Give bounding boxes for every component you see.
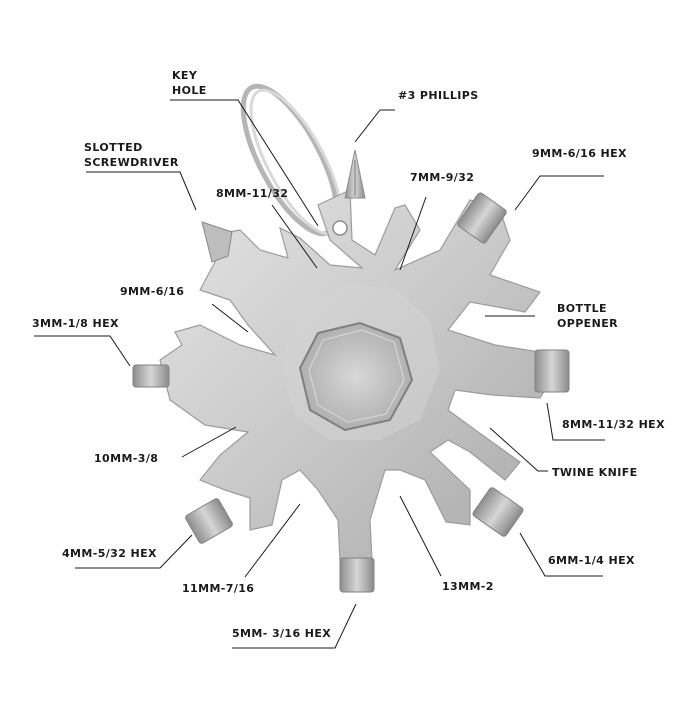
leader-hex-4: [75, 534, 193, 569]
leader-slotted: [86, 171, 197, 211]
hex-bit-4mm: [185, 498, 233, 544]
leader-w-11: [244, 503, 301, 578]
leader-w-10: [181, 426, 237, 458]
leader-w-13: [399, 495, 442, 577]
leader-w-8: [271, 204, 318, 269]
leader-hex-9: [514, 175, 604, 211]
label-hex-8mm: 8MM-11/32 HEX: [562, 418, 665, 431]
label-hex-4mm: 4MM-5/32 HEX: [62, 547, 157, 560]
hex-bit-5mm: [339, 557, 375, 593]
phillips-tip: [344, 149, 366, 199]
label-bottle-opener: BOTTLE OPPENER: [557, 302, 618, 330]
hex-bit-9mm: [457, 192, 507, 244]
label-phillips: #3 PHILLIPS: [398, 89, 479, 102]
label-wrench-9mm: 9MM-6/16: [120, 285, 185, 298]
hex-bit-3mm: [132, 364, 170, 388]
center-hex-socket: [298, 321, 414, 432]
label-wrench-11mm: 11MM-7/16: [182, 582, 255, 595]
label-hex-5mm: 5MM- 3/16 HEX: [232, 627, 332, 640]
label-hex-6mm: 6MM-1/4 HEX: [548, 554, 635, 567]
leader-hex-6: [519, 532, 603, 577]
hex-bits: [132, 192, 570, 593]
label-hex-9mm: 9MM-6/16 HEX: [532, 147, 627, 160]
tool-body: [159, 189, 549, 561]
leader-hex-8: [546, 402, 605, 441]
leader-hex-5: [232, 603, 357, 649]
label-wrench-13mm: 13MM-2: [442, 580, 494, 593]
leader-w-7: [399, 196, 427, 271]
label-slotted-screwdriver: SLOTTED SCREWDRIVER: [84, 141, 179, 169]
slotted-blade: [201, 221, 233, 263]
label-wrench-10mm: 10MM-3/8: [94, 452, 159, 465]
label-key-hole: KEY HOLE: [172, 69, 207, 97]
leader-twine: [489, 427, 548, 472]
leader-key-hole: [170, 99, 319, 227]
leader-w-9: [211, 303, 249, 333]
hex-bit-6mm: [472, 487, 524, 537]
leader-phillips: [354, 109, 395, 143]
label-hex-3mm: 3MM-1/8 HEX: [32, 317, 119, 330]
label-wrench-8mm: 8MM-11/32: [216, 187, 289, 200]
leader-lines: [34, 99, 605, 649]
label-twine-knife: TWINE KNIFE: [552, 466, 638, 479]
hex-bit-8mm: [534, 349, 570, 393]
leader-hex-3: [34, 335, 131, 367]
label-wrench-7mm: 7MM-9/32: [410, 171, 475, 184]
